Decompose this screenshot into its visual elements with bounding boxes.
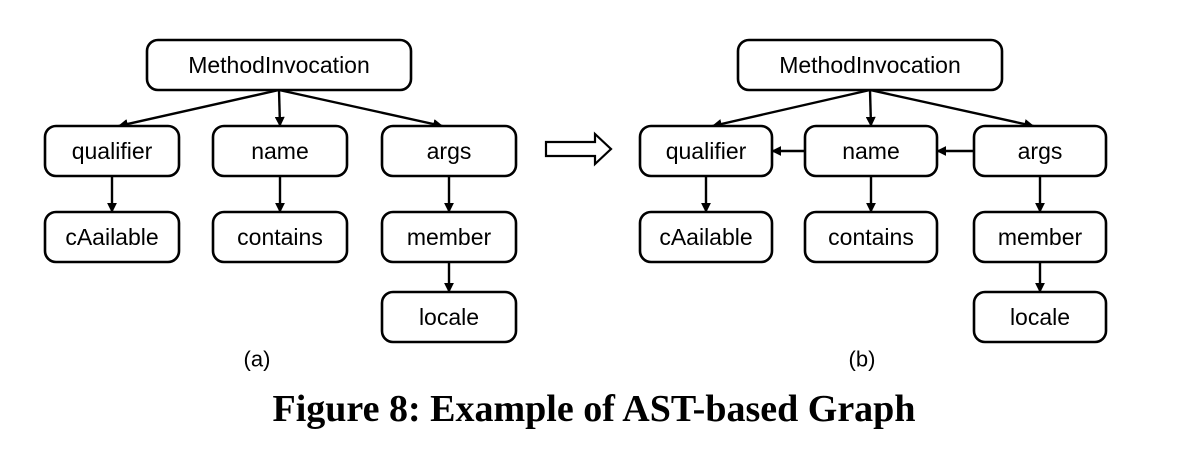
- node-root: MethodInvocation: [736, 38, 1004, 92]
- edge-line: [117, 88, 280, 129]
- node-label: locale: [419, 304, 479, 330]
- node-qualifier: qualifier: [43, 124, 181, 178]
- node-args: args: [972, 124, 1108, 178]
- node-name: name: [803, 124, 939, 178]
- figure-caption: Figure 8: Example of AST-based Graph: [272, 388, 916, 430]
- node-label: contains: [237, 224, 323, 250]
- panel-b: MethodInvocation qualifier name args cAailab…: [638, 38, 1108, 372]
- node-name: name: [211, 124, 349, 178]
- panel-a-nodes: MethodInvocation qualifier name args cAailab…: [43, 38, 518, 344]
- node-box: [803, 210, 939, 264]
- node-args: args: [380, 124, 518, 178]
- panel-a: MethodInvocation qualifier name args cAailab…: [43, 38, 518, 372]
- node-box: [972, 210, 1108, 264]
- node-root: MethodInvocation: [145, 38, 413, 92]
- node-box: [972, 290, 1108, 344]
- node-contains: contains: [211, 210, 349, 264]
- edge-root-to-args: [278, 88, 444, 129]
- node-box: [43, 210, 181, 264]
- panel-a-edges: [107, 88, 454, 293]
- node-box: [638, 124, 774, 178]
- node-box: [145, 38, 413, 92]
- node-qualifier: qualifier: [638, 124, 774, 178]
- panel-b-label: (b): [849, 347, 876, 372]
- edge-line: [869, 88, 1035, 129]
- edge-root-to-args: [869, 88, 1035, 129]
- edge-line: [711, 88, 871, 129]
- node-cAailable: cAailable: [638, 210, 774, 264]
- node-member: member: [972, 210, 1108, 264]
- panel-b-edges: [701, 88, 1045, 293]
- node-label: MethodInvocation: [188, 52, 370, 78]
- node-cAailable: cAailable: [43, 210, 181, 264]
- node-box: [211, 210, 349, 264]
- node-label: locale: [1010, 304, 1070, 330]
- node-label: name: [842, 138, 900, 164]
- edge-line: [274, 89, 285, 127]
- node-box: [43, 124, 181, 178]
- edge-line: [865, 89, 876, 127]
- node-box: [211, 124, 349, 178]
- panel-a-label: (a): [244, 347, 271, 372]
- node-box: [380, 124, 518, 178]
- node-locale: locale: [380, 290, 518, 344]
- edge-root-to-qualifier: [117, 88, 280, 129]
- node-box: [380, 290, 518, 344]
- node-locale: locale: [972, 290, 1108, 344]
- edge-root-to-name: [274, 89, 285, 127]
- node-label: member: [407, 224, 492, 250]
- node-label: qualifier: [666, 138, 747, 164]
- node-contains: contains: [803, 210, 939, 264]
- node-member: member: [380, 210, 518, 264]
- edge-line: [278, 88, 444, 129]
- node-box: [380, 210, 518, 264]
- node-box: [972, 124, 1108, 178]
- node-label: cAailable: [65, 224, 158, 250]
- node-box: [638, 210, 774, 264]
- node-label: args: [427, 138, 472, 164]
- panel-b-nodes: MethodInvocation qualifier name args cAailab…: [638, 38, 1108, 344]
- node-box: [803, 124, 939, 178]
- edge-root-to-qualifier: [711, 88, 871, 129]
- node-label: contains: [828, 224, 914, 250]
- node-label: member: [998, 224, 1083, 250]
- node-label: qualifier: [72, 138, 153, 164]
- node-label: cAailable: [659, 224, 752, 250]
- transform-arrow-icon: [544, 131, 613, 167]
- node-label: args: [1018, 138, 1063, 164]
- edge-root-to-name: [865, 89, 876, 127]
- node-label: MethodInvocation: [779, 52, 961, 78]
- node-label: name: [251, 138, 309, 164]
- node-box: [736, 38, 1004, 92]
